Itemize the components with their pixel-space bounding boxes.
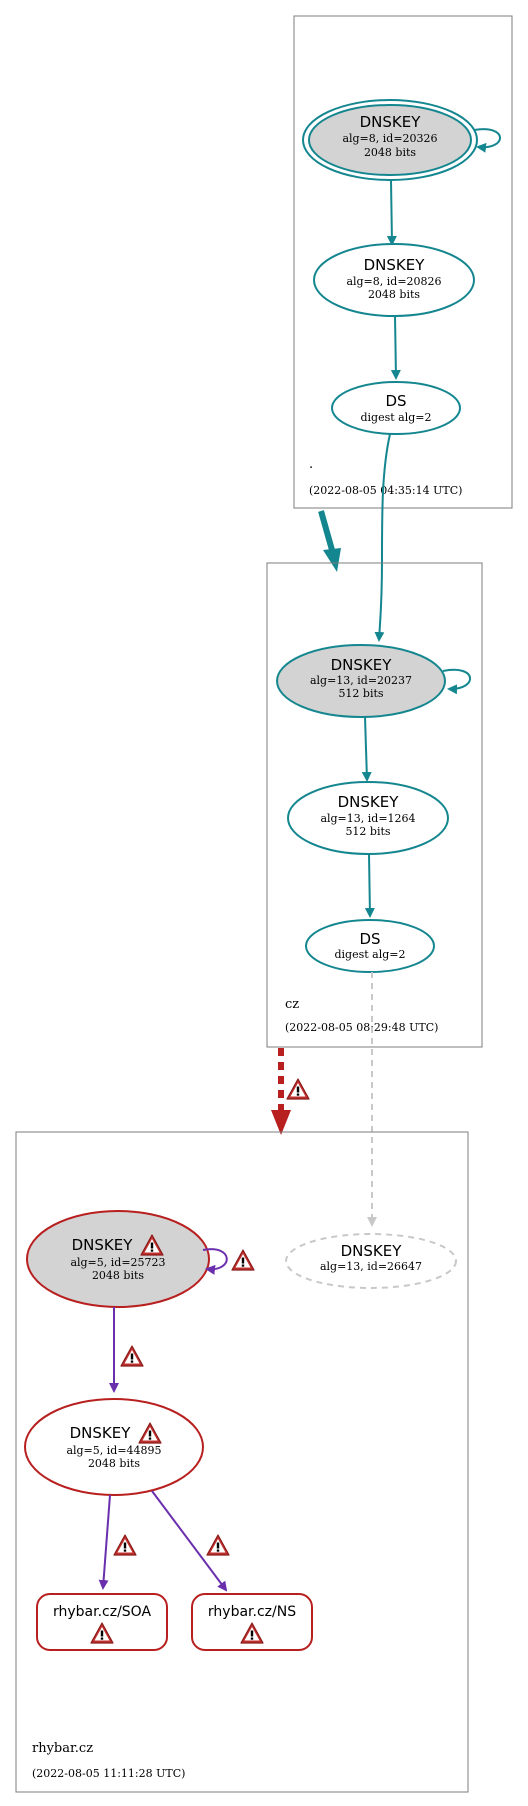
node-key-size: 2048 bits [364, 146, 416, 159]
node-digest: digest alg=2 [360, 411, 431, 424]
rhybar-zsk-node[interactable]: DNSKEY alg=5, id=44895 2048 bits [24, 1398, 204, 1496]
cz-zsk-node[interactable]: DNSKEY alg=13, id=1264 512 bits [287, 781, 449, 855]
rhybar-ksk-node[interactable]: DNSKEY alg=5, id=25723 2048 bits [26, 1210, 210, 1308]
edge-root-ksk-to-zsk [386, 179, 397, 246]
node-key-size: 2048 bits [88, 1457, 140, 1470]
node-title: DNSKEY [72, 1236, 134, 1254]
root-ds-node[interactable]: DS digest alg=2 [331, 381, 461, 435]
edge-rhybar-zsk-to-soa [98, 1494, 111, 1590]
warning-icon[interactable] [231, 1249, 255, 1271]
delegation-cz-to-rhybar-arrowhead [271, 1110, 291, 1135]
edge-root-ds-to-cz-ksk [374, 433, 391, 642]
node-title: DNSKEY [70, 1424, 132, 1442]
root-zone-name: . [309, 457, 313, 472]
warning-icon[interactable] [120, 1345, 144, 1367]
cz-zone-box [266, 562, 483, 1048]
root-zone-box [293, 15, 513, 509]
node-title: DNSKEY [360, 113, 422, 131]
node-title: DNSKEY [331, 656, 393, 674]
node-key-size: 2048 bits [92, 1269, 144, 1282]
node-key-info: alg=5, id=25723 [70, 1256, 165, 1269]
root-ksk-node[interactable]: DNSKEY alg=8, id=20326 2048 bits [302, 99, 478, 181]
cz-zone-timestamp: (2022-08-05 08:29:48 UTC) [285, 1021, 438, 1034]
root-zsk-node[interactable]: DNSKEY alg=8, id=20826 2048 bits [313, 243, 475, 317]
warning-icon[interactable] [113, 1534, 137, 1556]
cz-ds-node[interactable]: DS digest alg=2 [305, 919, 435, 973]
edge-rhybar-zsk-to-ns [151, 1490, 228, 1592]
node-key-info: alg=8, id=20826 [346, 275, 441, 288]
node-key-info: alg=13, id=1264 [320, 812, 415, 825]
node-key-info: alg=5, id=44895 [66, 1444, 161, 1457]
node-title: DS [359, 930, 380, 948]
warning-icon[interactable] [206, 1534, 230, 1556]
rhybar-zone-name: rhybar.cz [32, 1741, 93, 1756]
root-ksk-self-edge [473, 128, 501, 153]
rhybar-zone-box [15, 1131, 469, 1793]
node-key-size: 512 bits [338, 687, 383, 700]
node-key-size: 2048 bits [368, 288, 420, 301]
node-key-info: alg=8, id=20326 [342, 132, 437, 145]
rhybar-missing-dnskey-node[interactable]: DNSKEY alg=13, id=26647 [285, 1233, 457, 1289]
node-title: DS [385, 392, 406, 410]
delegation-root-to-cz [318, 510, 335, 551]
warning-icon[interactable] [286, 1078, 310, 1100]
node-title: DNSKEY [364, 256, 426, 274]
node-key-size: 512 bits [345, 825, 390, 838]
node-key-info: alg=13, id=26647 [320, 1260, 422, 1273]
cz-ksk-node[interactable]: DNSKEY alg=13, id=20237 512 bits [276, 644, 446, 718]
rhybar-ns-node[interactable]: rhybar.cz/NS [191, 1593, 313, 1651]
edge-cz-zsk-to-ds [364, 853, 375, 918]
edge-root-zsk-to-ds [390, 315, 401, 380]
cz-zone-name: cz [285, 997, 299, 1012]
node-title: DNSKEY [338, 793, 400, 811]
node-title: rhybar.cz/SOA [53, 1604, 151, 1620]
cz-ksk-self-edge [442, 668, 471, 695]
root-zone-timestamp: (2022-08-05 04:35:14 UTC) [309, 484, 462, 497]
rhybar-soa-node[interactable]: rhybar.cz/SOA [36, 1593, 168, 1651]
node-digest: digest alg=2 [334, 948, 405, 961]
rhybar-ksk-self-edge [202, 1248, 228, 1275]
node-title: DNSKEY [341, 1242, 403, 1260]
edge-cz-ksk-to-zsk [361, 716, 372, 782]
node-key-info: alg=13, id=20237 [310, 674, 412, 687]
rhybar-zone-timestamp: (2022-08-05 11:11:28 UTC) [32, 1767, 185, 1780]
node-title: rhybar.cz/NS [208, 1604, 296, 1620]
delegation-root-to-cz-arrowhead [323, 548, 341, 572]
